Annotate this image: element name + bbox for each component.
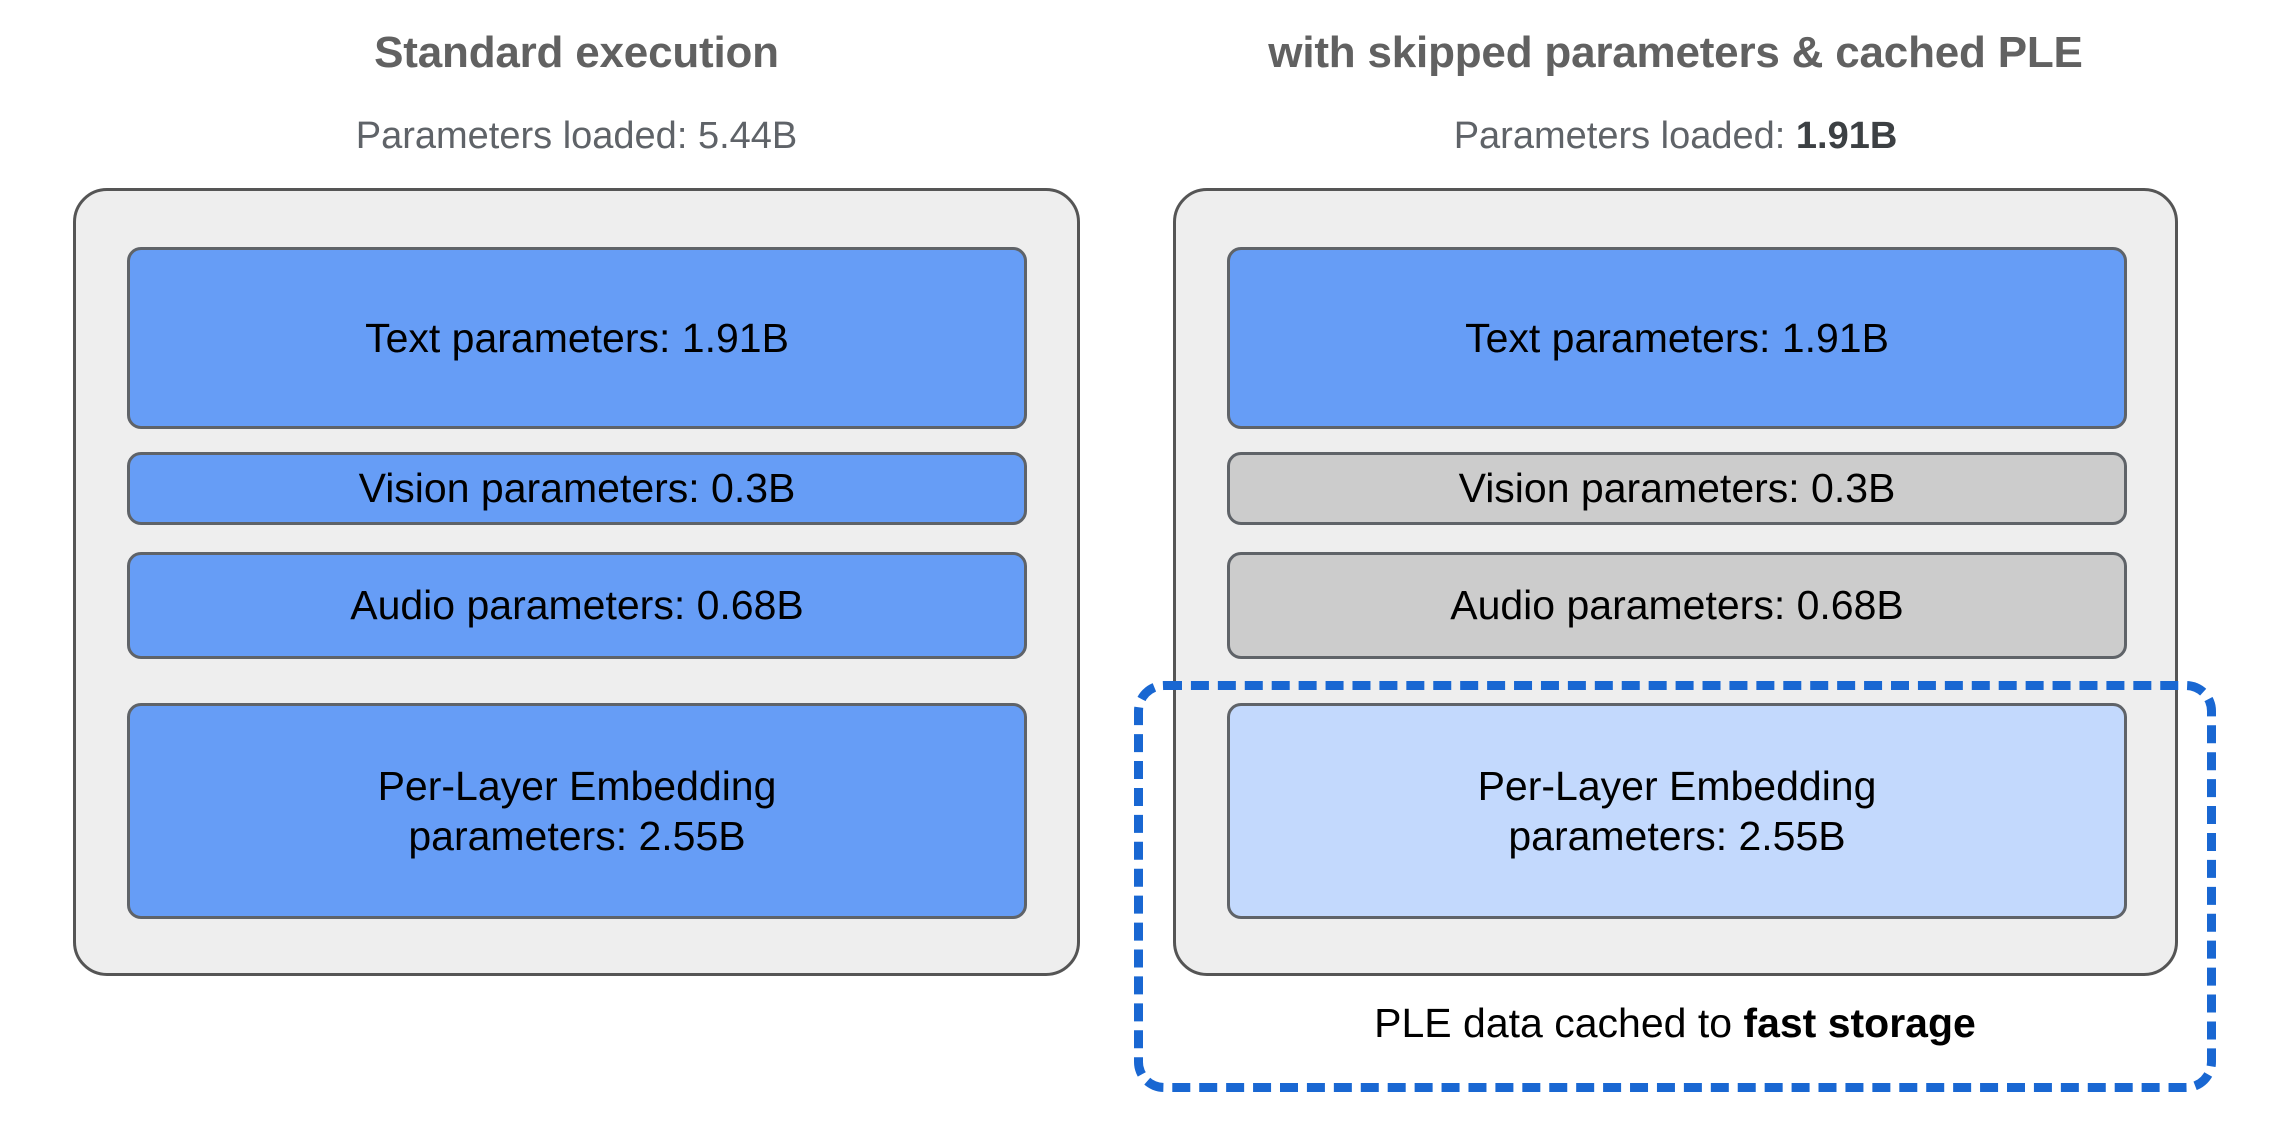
param-box-audio-standard[interactable]: Audio parameters: 0.68B [127,552,1027,659]
param-box-text-skipped-label: Text parameters: 1.91B [1465,314,1889,361]
param-box-ple-standard[interactable]: Per-Layer Embedding parameters: 2.55B [127,703,1027,919]
subtitle-value-standard: 5.44B [697,115,798,157]
cache-caption: PLE data cached to fast storage [1134,1000,2216,1047]
param-box-text-skipped[interactable]: Text parameters: 1.91B [1227,247,2127,429]
param-box-text-standard-label: Text parameters: 1.91B [365,314,789,361]
column-subtitle-standard: Parameters loaded: 5.44B [73,115,1080,158]
subtitle-prefix-skipped: Parameters loaded: [1453,115,1796,157]
param-box-vision-standard[interactable]: Vision parameters: 0.3B [127,452,1027,525]
param-box-vision-standard-label: Vision parameters: 0.3B [358,465,796,512]
subtitle-prefix-standard: Parameters loaded: [355,115,698,157]
cache-caption-emphasis: fast storage [1743,1000,1976,1046]
param-box-audio-standard-label: Audio parameters: 0.68B [350,582,804,629]
param-box-text-standard[interactable]: Text parameters: 1.91B [127,247,1027,429]
subtitle-value-skipped: 1.91B [1795,115,1898,157]
param-box-ple-skipped[interactable]: Per-Layer Embedding parameters: 2.55B [1227,703,2127,919]
param-box-audio-skipped-label: Audio parameters: 0.68B [1450,582,1904,629]
column-title-standard: Standard execution [374,28,779,77]
cache-caption-prefix: PLE data cached to [1374,1000,1744,1046]
param-box-vision-skipped[interactable]: Vision parameters: 0.3B [1227,452,2127,525]
column-title-skipped: with skipped parameters & cached PLE [1268,28,2083,77]
param-box-ple-standard-label: Per-Layer Embedding parameters: 2.55B [377,762,777,859]
param-box-ple-skipped-label: Per-Layer Embedding parameters: 2.55B [1477,762,1877,859]
column-subtitle-skipped: Parameters loaded: 1.91B [1173,115,2178,158]
param-box-vision-skipped-label: Vision parameters: 0.3B [1458,465,1896,512]
param-box-audio-skipped[interactable]: Audio parameters: 0.68B [1227,552,2127,659]
